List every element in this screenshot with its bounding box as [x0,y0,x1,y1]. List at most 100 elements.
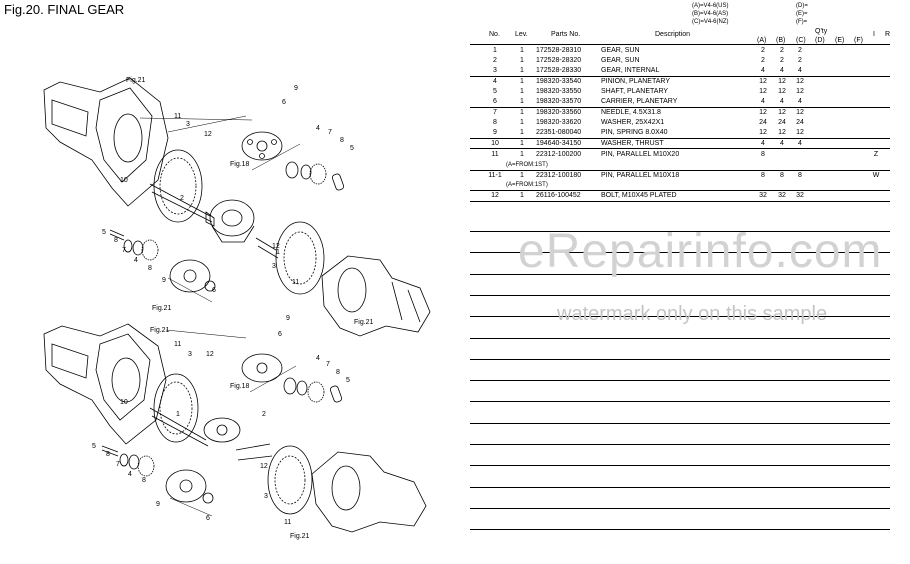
cell-no: 8 [493,119,497,126]
cell-qty-c: 8 [798,172,802,179]
svg-text:4: 4 [134,257,138,264]
cell-lev: 1 [520,109,524,116]
group-divider [470,201,890,202]
cell-qty-c: 12 [796,109,804,116]
header-col-f: (F) [854,37,863,44]
svg-text:4: 4 [316,355,320,362]
cell-no: 10 [491,140,499,147]
cell-lev: 1 [520,47,524,54]
ruled-line [470,316,890,317]
cell-lev: 1 [520,192,524,199]
header-no: No. [489,31,500,38]
callout-fig18: Fig.18 [230,161,250,168]
callout-fig21: Fig.21 [126,77,146,84]
header-col-e: (E) [835,37,845,44]
header-lev: Lev. [515,31,528,38]
svg-text:6: 6 [206,515,210,522]
cell-no: 12 [491,192,499,199]
table-header-divider [470,44,890,45]
svg-text:9: 9 [294,85,298,92]
cell-qty-b: 12 [778,88,786,95]
planetary-carrier-lower-upper [169,259,211,293]
svg-text:8: 8 [340,137,344,144]
cell-description: PIN, PARALLEL M10X18 [601,172,680,179]
planetary-carrier-upper [241,131,283,161]
ring-gear-lower [267,445,313,515]
svg-text:2: 2 [180,195,184,202]
cell-qty-c: 4 [798,98,802,105]
header-r: R [885,31,891,38]
axle-housing-lower [43,323,167,445]
ruled-line [470,295,890,296]
ring-gear [275,221,325,295]
cell-qty-a: 2 [761,47,765,54]
model-code-a: (A)=V4-6(US) [692,3,729,9]
internal-gear-lower [153,373,199,443]
ruled-line [470,508,890,509]
cell-description: GEAR, SUN [601,57,640,64]
cell-description: GEAR, SUN [601,47,640,54]
ruled-line [470,401,890,402]
cell-qty-c: 12 [796,78,804,85]
svg-text:3: 3 [272,263,276,270]
ruled-line [470,231,890,232]
cell-qty-a: 2 [761,57,765,64]
sun-gear-shaft-upper [149,183,213,223]
cell-no: 2 [493,57,497,64]
ruled-line [470,252,890,253]
internal-gear-upper [153,149,203,223]
axle-housing-right-lower [311,451,427,533]
model-codes-right: (D)= (E)= (F)= [796,2,808,26]
cell-description: SHAFT, PLANETARY [601,88,669,95]
ruled-line [470,444,890,445]
cell-parts-no: 198320-33540 [536,78,582,85]
cell-i: W [872,172,880,179]
cell-parts-no: 22312-100200 [536,151,582,158]
cell-parts-no: 198320-33570 [536,98,582,105]
group-divider [470,190,890,191]
cell-no: 1 [493,47,497,54]
figure-title: Fig.20. FINAL GEAR [4,2,125,17]
callout-fig21: Fig.21 [354,319,374,326]
model-code-e: (E)= [796,11,808,17]
cell-no: 9 [493,129,497,136]
header-col-c: (C) [796,37,806,44]
svg-text:9: 9 [286,315,290,322]
cell-description: WASHER, 25X42X1 [601,119,665,126]
cell-no: 11-1 [488,172,502,179]
svg-text:7: 7 [122,247,126,254]
header-i: I [873,31,875,38]
model-code-d: (D)= [796,3,808,9]
cell-no: 3 [493,67,497,74]
ruled-line [470,423,890,424]
cell-parts-no: 198320-33560 [536,109,582,116]
svg-text:8: 8 [114,237,118,244]
svg-text:12: 12 [272,243,280,250]
cell-lev: 1 [520,88,524,95]
svg-text:4: 4 [128,471,132,478]
header-col-d: (D) [815,37,825,44]
svg-text:7: 7 [328,129,332,136]
group-divider [470,107,890,108]
cell-parts-no: 198320-33620 [536,119,582,126]
ruled-line [470,529,890,530]
cell-qty-a: 8 [761,151,765,158]
cell-lev: 1 [520,129,524,136]
cell-qty-a: 24 [759,119,767,126]
cell-qty-b: 2 [780,57,784,64]
header-col-b: (B) [776,37,786,44]
svg-text:11: 11 [292,279,299,286]
svg-text:11: 11 [174,341,181,348]
header-col-a: (A) [757,37,767,44]
cell-no: 11 [491,151,499,158]
cell-description: PINION, PLANETARY [601,78,670,85]
svg-text:5: 5 [102,229,106,236]
svg-text:9: 9 [156,501,160,508]
cell-qty-a: 12 [759,109,767,116]
cell-qty-b: 4 [780,98,784,105]
cell-parts-no: 172528-28310 [536,47,582,54]
cell-qty-c: 4 [798,67,802,74]
cell-description: GEAR, INTERNAL [601,67,660,74]
cell-qty-c: 12 [796,129,804,136]
ruled-line [470,338,890,339]
